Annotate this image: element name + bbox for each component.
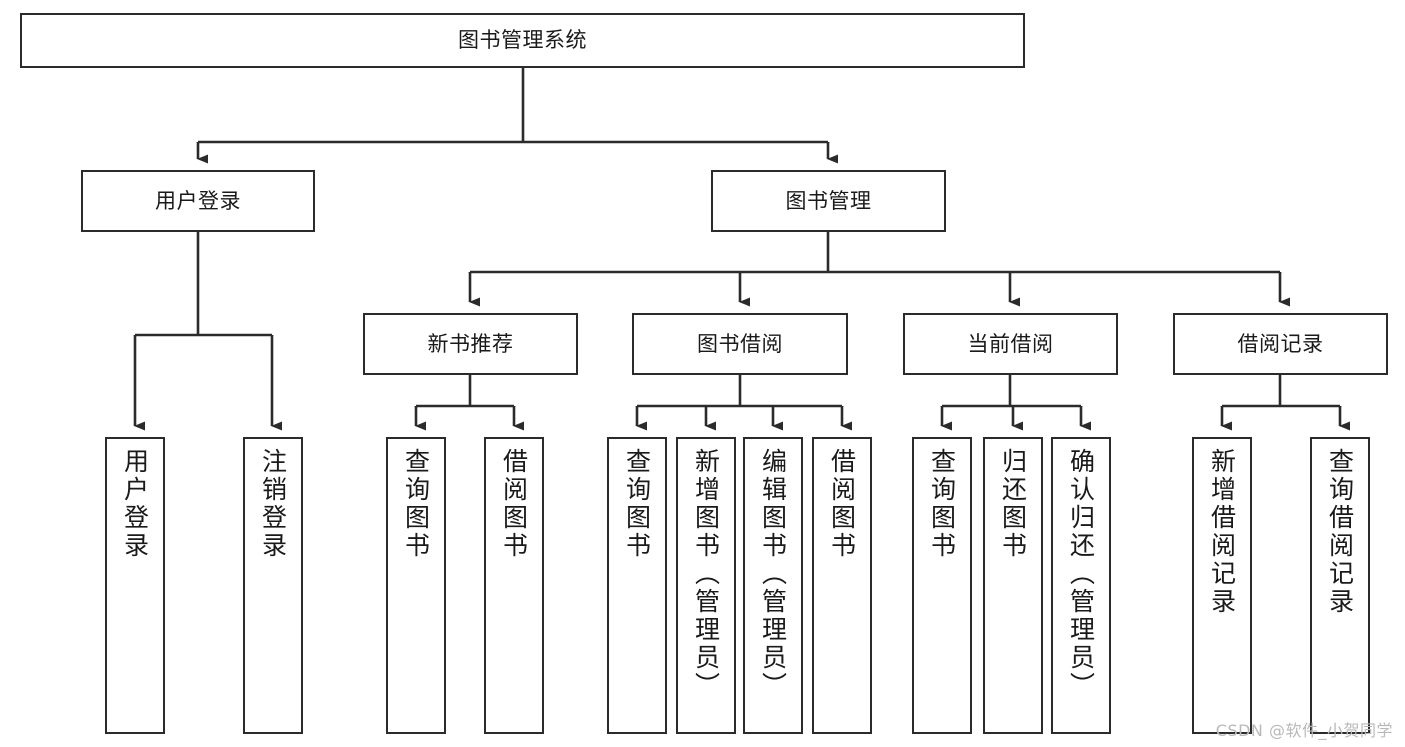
node-book-management[interactable]: 图书管理: [711, 170, 946, 232]
node-leaf-query-book-3[interactable]: 查询图书: [912, 437, 972, 734]
node-label: 归还图书: [998, 448, 1028, 560]
node-label: 借阅图书: [827, 448, 857, 560]
node-label: 注销登录: [258, 448, 288, 560]
node-label: 新增借阅记录: [1207, 448, 1237, 616]
node-leaf-borrow-book-1[interactable]: 借阅图书: [484, 437, 544, 734]
node-label: 图书借阅: [697, 331, 783, 356]
node-book-borrow[interactable]: 图书借阅: [632, 313, 848, 375]
node-system-title[interactable]: 图书管理系统: [20, 13, 1025, 68]
node-label: 查询图书: [622, 448, 652, 560]
node-label: 用户登录: [120, 448, 150, 560]
node-current-borrow[interactable]: 当前借阅: [903, 313, 1118, 375]
node-label: 编辑图书（管理员）: [758, 448, 788, 700]
node-label: 图书管理: [785, 188, 872, 213]
node-label: 新增图书（管理员）: [691, 448, 721, 700]
node-label: 确认归还（管理员）: [1066, 448, 1096, 700]
node-leaf-borrow-book-2[interactable]: 借阅图书: [812, 437, 872, 734]
node-leaf-user-login[interactable]: 用户登录: [105, 437, 165, 734]
node-label: 查询借阅记录: [1325, 448, 1355, 616]
node-leaf-edit-book-admin[interactable]: 编辑图书（管理员）: [743, 437, 803, 734]
node-leaf-query-book-2[interactable]: 查询图书: [607, 437, 667, 734]
node-leaf-return-book[interactable]: 归还图书: [983, 437, 1043, 734]
node-new-book-recommend[interactable]: 新书推荐: [363, 313, 578, 375]
node-leaf-logout[interactable]: 注销登录: [243, 437, 303, 734]
node-leaf-add-book-admin[interactable]: 新增图书（管理员）: [676, 437, 736, 734]
node-leaf-query-borrow-record[interactable]: 查询借阅记录: [1310, 437, 1370, 734]
node-label: 查询图书: [927, 448, 957, 560]
watermark-text: CSDN @软件_小贺同学: [1215, 721, 1393, 740]
node-leaf-query-book-1[interactable]: 查询图书: [386, 437, 446, 734]
node-leaf-confirm-return-admin[interactable]: 确认归还（管理员）: [1051, 437, 1111, 734]
node-label: 借阅记录: [1237, 331, 1324, 356]
node-user-login[interactable]: 用户登录: [81, 170, 315, 232]
node-label: 图书管理系统: [458, 28, 587, 53]
node-label: 借阅图书: [499, 448, 529, 560]
node-leaf-add-borrow-record[interactable]: 新增借阅记录: [1192, 437, 1252, 734]
node-label: 当前借阅: [967, 331, 1054, 356]
node-label: 用户登录: [155, 188, 241, 213]
node-label: 查询图书: [401, 448, 431, 560]
node-label: 新书推荐: [427, 331, 514, 356]
node-borrow-record[interactable]: 借阅记录: [1173, 313, 1388, 375]
